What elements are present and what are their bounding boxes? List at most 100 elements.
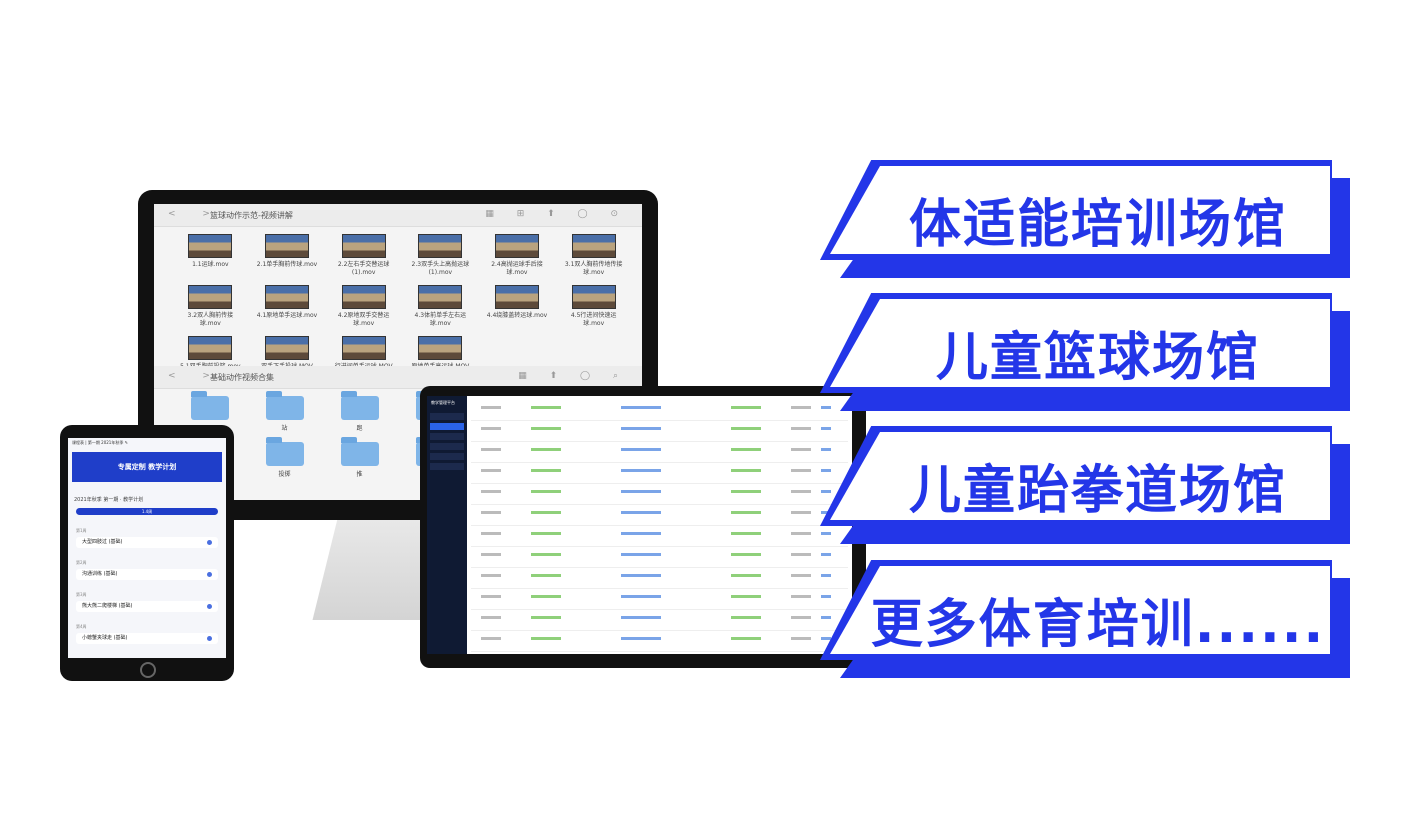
- video-thumbnail: [264, 336, 309, 360]
- folder[interactable]: 投掷: [247, 437, 322, 478]
- label-fitness: 体适能培训场馆: [820, 160, 1350, 280]
- folder[interactable]: 跑: [322, 391, 397, 432]
- table-row[interactable]: [471, 505, 848, 526]
- video-file[interactable]: 1.1运球.mov: [172, 234, 249, 277]
- video-filename: 4.5行进间快速运球.mov: [570, 312, 617, 327]
- folder-name: 投掷: [278, 471, 291, 478]
- finder-nav-buttons[interactable]: < >: [168, 209, 222, 219]
- sidebar-menu-item[interactable]: [430, 423, 464, 430]
- label-text: 儿童跆拳道场馆: [908, 461, 1287, 521]
- video-filename: 2.1单手胸前传球.mov: [256, 261, 318, 268]
- week-pill[interactable]: 1.4周: [76, 508, 218, 515]
- sidebar-menu-item[interactable]: [430, 463, 464, 470]
- folder-name: 推: [356, 471, 363, 478]
- video-file[interactable]: 4.2原地双手交替运球.mov: [325, 285, 402, 328]
- video-thumbnail: [571, 234, 616, 258]
- finder-title: 篮球动作示范-视频讲解: [210, 211, 293, 220]
- sidebar-menu-item[interactable]: [430, 433, 464, 440]
- video-filename: 4.3体前单手左右运球.mov: [414, 312, 467, 327]
- finder-nav-buttons[interactable]: < >: [168, 371, 222, 381]
- folder[interactable]: 站: [247, 391, 322, 432]
- home-button-icon[interactable]: [140, 662, 156, 678]
- video-thumbnail: [341, 285, 386, 309]
- admin-logo: 教学管理平台: [431, 400, 455, 405]
- table-row[interactable]: [471, 400, 848, 421]
- sidebar-menu-item[interactable]: [430, 453, 464, 460]
- table-row[interactable]: [471, 421, 848, 442]
- video-thumbnail: [341, 336, 386, 360]
- table-row[interactable]: [471, 589, 848, 610]
- video-grid: 1.1运球.mov 2.1单手胸前传球.mov 2.2左右手交替运球(1).mov 2…: [172, 234, 632, 371]
- video-thumbnail: [188, 234, 233, 258]
- lesson-item: 小螃蟹夹球走 (基础): [76, 633, 218, 644]
- video-file[interactable]: 4.4绕膝盖转运球.mov: [479, 285, 556, 328]
- label-basketball: 儿童篮球场馆: [820, 293, 1350, 413]
- video-filename: 4.1原地单手运球.mov: [256, 312, 318, 319]
- sidebar-menu-item[interactable]: [430, 443, 464, 450]
- label-text: 更多体育培训......: [870, 595, 1326, 655]
- video-filename: 4.4绕膝盖转运球.mov: [486, 312, 548, 319]
- table-row[interactable]: [471, 463, 848, 484]
- tablet-screen-right: 教学管理平台: [427, 396, 852, 654]
- label-taekwondo: 儿童跆拳道场馆: [820, 426, 1350, 546]
- plan-card[interactable]: 第4周小螃蟹夹球走 (基础): [76, 624, 218, 646]
- status-bar: 课程表 | 第一期 2021年秋季 ✎: [72, 440, 128, 445]
- video-file[interactable]: 2.2左右手交替运球(1).mov: [325, 234, 402, 277]
- term-label: 2021年秋季 第一期 · 教学计划: [74, 497, 144, 503]
- finder-tools-icon[interactable]: ▦ ⬆ ◯ ⌕: [518, 371, 628, 381]
- table-row[interactable]: [471, 484, 848, 505]
- folder-icon: [265, 391, 304, 420]
- video-file[interactable]: 3.1双人胸前传地传接球.mov: [555, 234, 632, 277]
- video-file[interactable]: 3.2双人胸前传接球.mov: [172, 285, 249, 328]
- week-label: 第2周: [76, 560, 87, 565]
- finder-tools-icon[interactable]: ▦ ⊞ ⬆ ◯ ⊙: [485, 209, 628, 219]
- video-filename: 2.3双手头上高抛运球(1).mov: [411, 261, 470, 276]
- folder[interactable]: 推: [322, 437, 397, 478]
- plan-card[interactable]: 第1周大型四肢过 (基础): [76, 528, 218, 550]
- plan-card[interactable]: 第2周沟通训练 (基础): [76, 560, 218, 582]
- tablet-screen-left: 课程表 | 第一期 2021年秋季 ✎ 专属定制 教学计划 2021年秋季 第一…: [68, 438, 226, 658]
- label-more: 更多体育培训......: [820, 560, 1350, 680]
- video-filename: 2.4高抛运球手后接球.mov: [491, 261, 543, 276]
- lesson-item: 沟通训练 (基础): [76, 569, 218, 580]
- video-thumbnail: [264, 285, 309, 309]
- table-row[interactable]: [471, 568, 848, 589]
- week-label: 第1周: [76, 528, 87, 533]
- video-file[interactable]: 4.1原地单手运球.mov: [249, 285, 326, 328]
- video-thumbnail: [264, 234, 309, 258]
- label-text: 儿童篮球场馆: [935, 328, 1260, 388]
- video-thumbnail: [418, 285, 463, 309]
- table-row[interactable]: [471, 631, 848, 652]
- finder-toolbar-top: < > 篮球动作示范-视频讲解 ▦ ⊞ ⬆ ◯ ⊙: [154, 204, 642, 227]
- video-thumbnail: [494, 234, 539, 258]
- folder-icon: [340, 391, 379, 420]
- finder-toolbar-bottom: < > 基础动作视频合集 ▦ ⬆ ◯ ⌕: [154, 366, 642, 389]
- video-filename: 3.1双人胸前传地传接球.mov: [564, 261, 623, 276]
- table-row[interactable]: [471, 526, 848, 547]
- video-thumbnail: [188, 285, 233, 309]
- folder-icon: [190, 391, 229, 420]
- table-row[interactable]: [471, 547, 848, 568]
- video-file[interactable]: 2.1单手胸前传球.mov: [249, 234, 326, 277]
- week-label: 第3周: [76, 592, 87, 597]
- video-filename: 4.2原地双手交替运球.mov: [337, 312, 390, 327]
- folder-icon: [340, 437, 379, 466]
- table-row[interactable]: [471, 442, 848, 463]
- folder-icon: [265, 437, 304, 466]
- video-thumbnail: [341, 234, 386, 258]
- video-file[interactable]: 4.5行进间快速运球.mov: [555, 285, 632, 328]
- video-file[interactable]: 4.3体前单手左右运球.mov: [402, 285, 479, 328]
- table-row[interactable]: [471, 610, 848, 631]
- folder-name: 站: [281, 425, 288, 432]
- folder-name: 跑: [356, 425, 363, 432]
- plan-banner: 专属定制 教学计划: [72, 452, 222, 482]
- sidebar-menu-item[interactable]: [430, 413, 464, 420]
- video-thumbnail: [494, 285, 539, 309]
- lesson-item: 熊大熊二爬楼梯 (基础): [76, 601, 218, 612]
- finder-title: 基础动作视频合集: [210, 373, 274, 382]
- video-file[interactable]: 2.4高抛运球手后接球.mov: [479, 234, 556, 277]
- video-filename: 1.1运球.mov: [192, 261, 229, 268]
- plan-card[interactable]: 第3周熊大熊二爬楼梯 (基础): [76, 592, 218, 614]
- admin-table: [471, 400, 848, 654]
- video-file[interactable]: 2.3双手头上高抛运球(1).mov: [402, 234, 479, 277]
